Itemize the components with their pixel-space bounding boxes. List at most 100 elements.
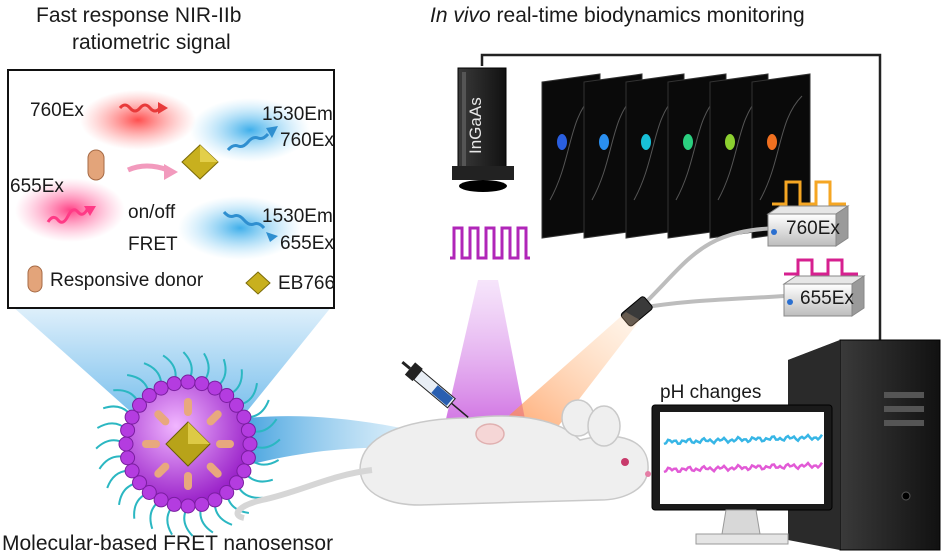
right-title: In vivo real-time biodynamics monitoring xyxy=(430,4,805,28)
donor-spoke xyxy=(184,472,192,490)
camera-lens xyxy=(459,180,507,192)
mouse-tail xyxy=(234,467,373,521)
donor-capsule xyxy=(87,149,105,181)
monitor-screen xyxy=(660,412,824,504)
label-655ex: 655Ex xyxy=(10,176,64,197)
legend-eb766-label: EB766 xyxy=(278,273,336,294)
laser-760-box xyxy=(766,205,850,247)
fret-mechanism-panel xyxy=(7,69,335,420)
lipid-head xyxy=(207,492,223,508)
fiber-760 xyxy=(638,226,781,310)
label-655ex-em: 655Ex xyxy=(280,233,334,254)
image-frame-stack xyxy=(541,73,811,239)
monitor-stand xyxy=(721,509,761,535)
donor-spoke xyxy=(142,440,160,448)
camera-cable xyxy=(480,53,882,345)
lipid-head xyxy=(219,485,235,500)
lipid-head xyxy=(236,463,252,479)
lipid-head xyxy=(240,450,256,466)
donor-spoke xyxy=(216,440,234,448)
mouse-nose xyxy=(645,471,651,477)
lipid-head xyxy=(132,475,147,491)
laser-760-label: 760Ex xyxy=(786,218,840,239)
donor-spoke xyxy=(154,462,170,478)
signal-blob xyxy=(767,134,777,150)
legend-donor-icon xyxy=(27,265,43,293)
mouse-ear-front xyxy=(587,405,621,447)
lipid-head xyxy=(194,376,210,392)
orange-pulse xyxy=(772,180,846,206)
label-760ex-em: 760Ex xyxy=(280,130,334,151)
left-title-line2: ratiometric signal xyxy=(72,31,231,54)
signal-blob xyxy=(599,134,609,150)
donor-spoke xyxy=(206,462,222,478)
lipid-head xyxy=(166,376,182,392)
right-title-rest: real-time biodynamics monitoring xyxy=(490,4,805,27)
signal-blob xyxy=(725,134,735,150)
mouse xyxy=(234,399,651,521)
lipid-head xyxy=(229,397,244,413)
lipid-head xyxy=(242,436,258,452)
purple-pulse xyxy=(450,226,530,260)
wave-760-arrow xyxy=(118,103,162,113)
donor-spoke xyxy=(206,410,222,426)
label-onoff: on/off xyxy=(128,202,176,223)
red-glow xyxy=(80,90,196,150)
magenta-pulse xyxy=(784,258,858,276)
signal-blob xyxy=(641,134,651,150)
camera-label: InGaAs xyxy=(466,97,485,154)
surface-beads xyxy=(118,374,258,514)
pink-trace xyxy=(663,461,824,474)
lipid-head xyxy=(229,475,244,491)
orange-beam xyxy=(470,312,640,450)
lipid-head xyxy=(180,498,196,514)
monitor xyxy=(651,404,833,545)
laser-655-label: 655Ex xyxy=(800,288,854,309)
lipid-head xyxy=(219,388,235,403)
laser-655-box xyxy=(782,275,866,317)
lipid-head xyxy=(240,422,256,438)
donor-spokes xyxy=(142,398,234,490)
signal-blob xyxy=(557,134,567,150)
label-760ex: 760Ex xyxy=(30,100,84,121)
lipid-head xyxy=(236,409,252,425)
lipid-head xyxy=(120,422,136,438)
tower-case xyxy=(839,339,941,551)
donor-spoke xyxy=(184,398,192,416)
monitor-label: pH changes xyxy=(660,382,762,403)
lipid-head xyxy=(141,388,157,403)
camera-lens-ring xyxy=(452,166,514,180)
lipid-head xyxy=(120,450,136,466)
lipid-head xyxy=(180,374,196,390)
right-title-italic: In vivo xyxy=(430,4,491,27)
syringe xyxy=(401,360,469,418)
wave-1530-lower-arrow xyxy=(222,211,266,229)
lipid-head xyxy=(124,463,140,479)
lipid-head xyxy=(153,492,169,508)
lipid-head xyxy=(194,496,210,512)
ingaas-camera xyxy=(452,53,882,345)
fiber-655 xyxy=(639,294,786,310)
signal-blob xyxy=(683,134,693,150)
image-frame xyxy=(751,73,811,239)
lipid-head xyxy=(166,496,182,512)
label-fret: FRET xyxy=(128,234,178,255)
nanosensor xyxy=(95,351,460,537)
wave-1530-upper-arrow xyxy=(226,133,270,151)
blue-glow-upper xyxy=(190,98,310,162)
left-title-line1: Fast response NIR-IIb xyxy=(36,4,242,27)
legend-donor-label: Responsive donor xyxy=(50,270,204,291)
monitor-base xyxy=(695,533,789,545)
legend-eb766-icon xyxy=(245,271,271,295)
laser-system xyxy=(470,180,866,450)
ph-traces xyxy=(663,433,824,474)
lipid-head xyxy=(141,485,157,500)
cyan-trace xyxy=(663,433,824,446)
lipid-head xyxy=(207,380,223,396)
lipid-head xyxy=(132,397,147,413)
wave-655-arrow xyxy=(46,207,90,224)
lipid-head xyxy=(153,380,169,396)
label-1530em-655: 1530Em xyxy=(262,206,333,227)
purple-beam xyxy=(440,280,530,445)
